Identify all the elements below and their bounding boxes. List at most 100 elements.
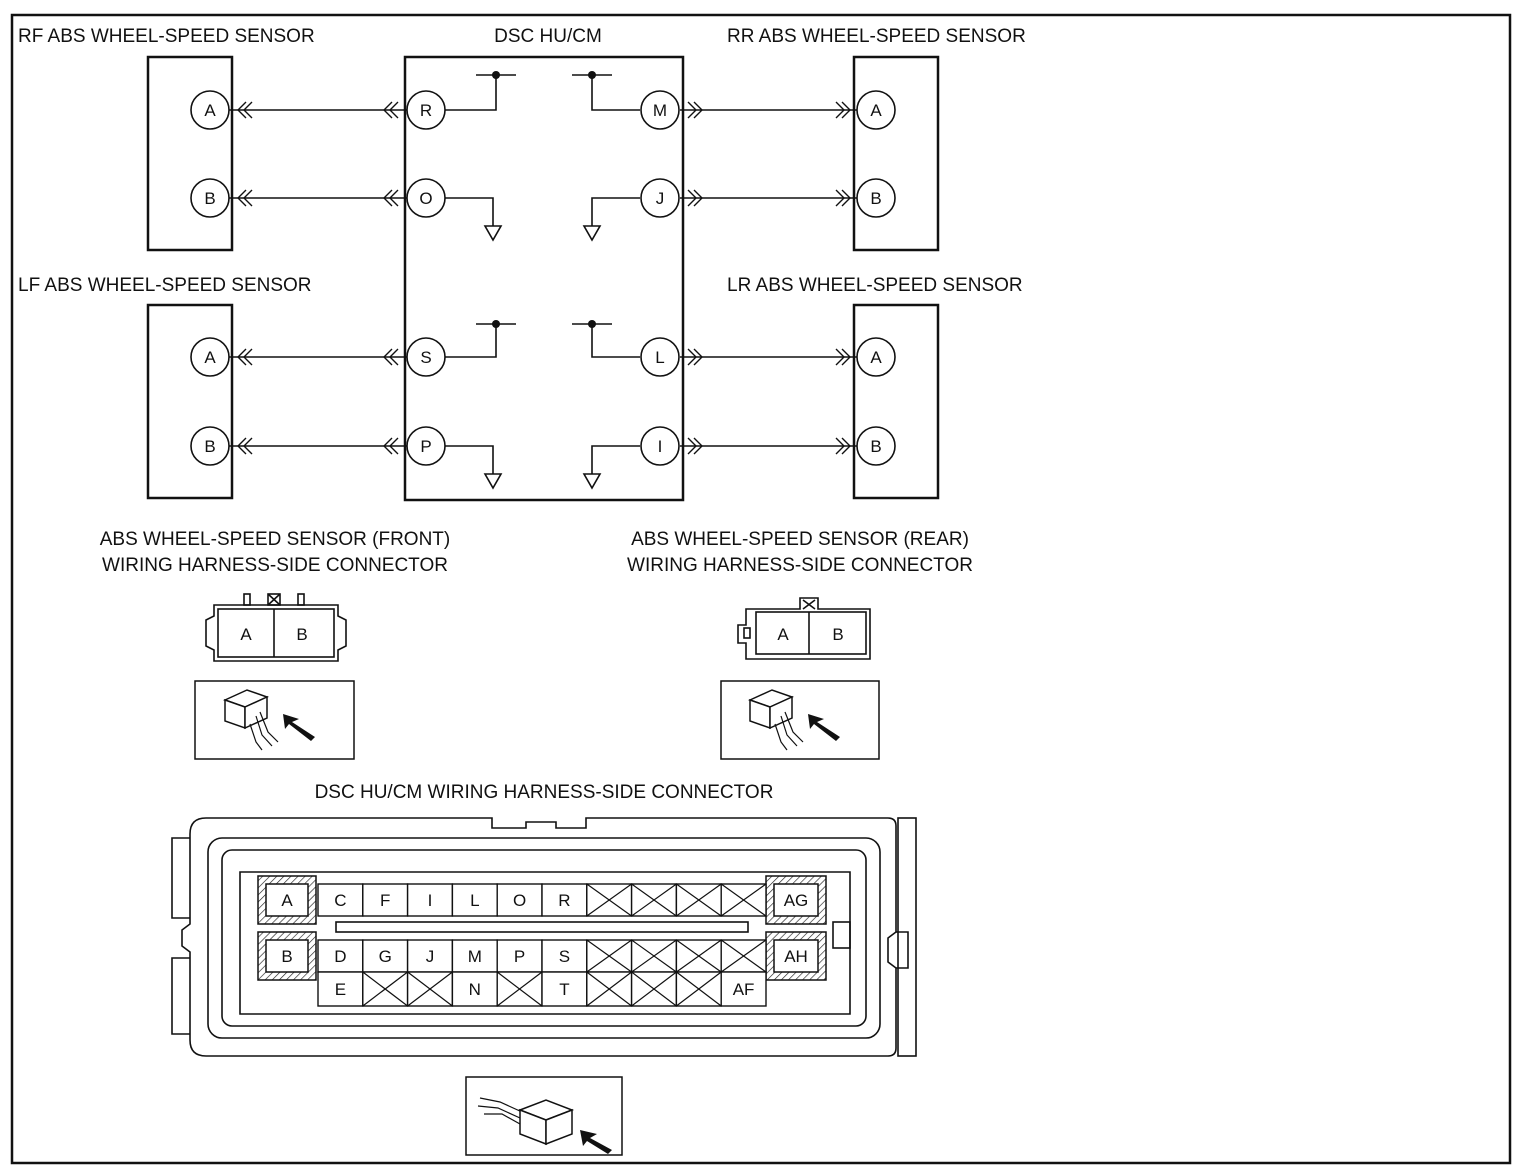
dsc-pin-g: G xyxy=(362,939,409,973)
dsc-pin-label: O xyxy=(513,891,526,910)
dsc-pin-r: R xyxy=(541,883,588,917)
dsc-terminal-ah xyxy=(765,931,827,981)
module-pin-p-label: P xyxy=(420,437,431,456)
dsc-terminal-ah-label: AH xyxy=(784,947,808,966)
dsc-pin-label: L xyxy=(470,891,479,910)
dsc-pin-p: P xyxy=(496,939,543,973)
front-connector-title-line2: WIRING HARNESS-SIDE CONNECTOR xyxy=(102,555,448,576)
lf-pin-a-label: A xyxy=(204,348,216,367)
dsc-terminal-b xyxy=(257,931,317,981)
dsc-pin-label: M xyxy=(468,947,482,966)
dsc-pin-blank xyxy=(362,971,409,1007)
rf-sensor-box xyxy=(146,55,234,252)
module-pin-m-label: M xyxy=(653,101,667,120)
rr-pin-a xyxy=(856,90,896,130)
module-pin-p xyxy=(406,426,446,466)
rf-pin-b-label: B xyxy=(204,189,215,208)
rr-sensor-box xyxy=(852,55,940,252)
dsc-connector-title: DSC HU/CM WIRING HARNESS-SIDE CONNECTOR xyxy=(315,782,774,803)
rear-probe-icon xyxy=(720,680,880,760)
module-pin-s xyxy=(406,337,446,377)
dsc-pin-d: D xyxy=(317,939,364,973)
dsc-pin-f: F xyxy=(362,883,409,917)
dsc-pin-blank xyxy=(586,883,633,917)
module-pin-i xyxy=(640,426,680,466)
dsc-terminal-ag xyxy=(765,875,827,925)
module-pin-o xyxy=(406,178,446,218)
dsc-pin-label: D xyxy=(334,947,346,966)
dsc-pin-label: J xyxy=(426,947,435,966)
dsc-pin-blank xyxy=(675,883,722,917)
lf-sensor-box xyxy=(146,303,234,500)
dsc-pin-label: R xyxy=(558,891,570,910)
rear-connector-cell-a: A xyxy=(777,625,789,644)
rear-connector-title-line2: WIRING HARNESS-SIDE CONNECTOR xyxy=(627,555,973,576)
rf-sensor-title: RF ABS WHEEL-SPEED SENSOR xyxy=(18,26,315,47)
lf-sensor-title: LF ABS WHEEL-SPEED SENSOR xyxy=(18,275,312,296)
front-probe-icon xyxy=(194,680,355,760)
dsc-pin-label: P xyxy=(514,947,525,966)
dsc-pin-blank xyxy=(406,971,454,1007)
rr-pin-b-label: B xyxy=(870,189,881,208)
module-pin-o-label: O xyxy=(419,189,432,208)
front-connector-cell-b: B xyxy=(296,625,307,644)
dsc-pin-label: S xyxy=(559,947,570,966)
junction-dots xyxy=(492,71,596,328)
lf-pin-b-label: B xyxy=(204,437,215,456)
dsc-pin-label: G xyxy=(379,947,392,966)
dsc-pin-blank xyxy=(675,939,722,973)
dsc-probe-icon xyxy=(465,1076,623,1156)
dsc-pin-label: AF xyxy=(733,980,755,999)
dsc-pin-o: O xyxy=(496,883,543,917)
module-pin-r xyxy=(406,90,446,130)
lr-sensor-box xyxy=(852,303,940,500)
rear-connector-title-line1: ABS WHEEL-SPEED SENSOR (REAR) xyxy=(631,529,969,550)
dsc-pin-blank xyxy=(496,971,543,1007)
dsc-pin-n: N xyxy=(451,971,498,1007)
module-pin-l xyxy=(640,337,680,377)
dsc-pin-blank xyxy=(586,971,633,1007)
dsc-pin-blank xyxy=(720,883,767,917)
module-pin-j-label: J xyxy=(656,189,665,208)
dsc-pin-j: J xyxy=(406,939,454,973)
module-pin-j xyxy=(640,178,680,218)
module-pins: R O S P M J L I xyxy=(406,90,680,466)
dsc-pin-s: S xyxy=(541,939,588,973)
dsc-connector-housing xyxy=(171,817,917,1057)
dsc-pin-label: T xyxy=(559,980,569,999)
wires xyxy=(228,109,858,447)
sensor-pins: A B A B A B A B xyxy=(190,90,896,466)
dsc-pin-label: E xyxy=(335,980,346,999)
connector-symbols xyxy=(237,101,851,455)
dsc-pin-e: E xyxy=(317,971,364,1007)
dsc-module-title: DSC HU/CM xyxy=(494,26,602,47)
dsc-terminal-a xyxy=(257,875,317,925)
lr-pin-b-label: B xyxy=(870,437,881,456)
rear-connector-face xyxy=(737,597,871,660)
dsc-terminal-b-label: B xyxy=(281,947,292,966)
rr-pin-a-label: A xyxy=(870,101,882,120)
dsc-pin-t: T xyxy=(541,971,588,1007)
lr-pin-b xyxy=(856,426,896,466)
dsc-terminal-ag-label: AG xyxy=(784,891,809,910)
dsc-pin-label: C xyxy=(334,891,346,910)
dsc-pin-blank xyxy=(630,971,678,1007)
dsc-pin-label: F xyxy=(380,891,390,910)
dsc-pin-blank xyxy=(630,939,678,973)
dsc-module-box xyxy=(403,55,685,502)
module-pin-i-label: I xyxy=(658,437,663,456)
module-pin-r-label: R xyxy=(420,101,432,120)
front-connector-title-line1: ABS WHEEL-SPEED SENSOR (FRONT) xyxy=(100,529,451,550)
dsc-pin-label: I xyxy=(428,891,433,910)
lr-pin-a-label: A xyxy=(870,348,882,367)
module-pin-s-label: S xyxy=(420,348,431,367)
dsc-pin-i: I xyxy=(406,883,454,917)
dsc-pin-c: C xyxy=(317,883,364,917)
dsc-terminal-a-label: A xyxy=(281,891,293,910)
rf-pin-b xyxy=(190,178,230,218)
lr-pin-a xyxy=(856,337,896,377)
dsc-pin-l: L xyxy=(451,883,498,917)
module-pin-l-label: L xyxy=(655,348,664,367)
lf-pin-a xyxy=(190,337,230,377)
rear-connector-cell-b: B xyxy=(832,625,843,644)
